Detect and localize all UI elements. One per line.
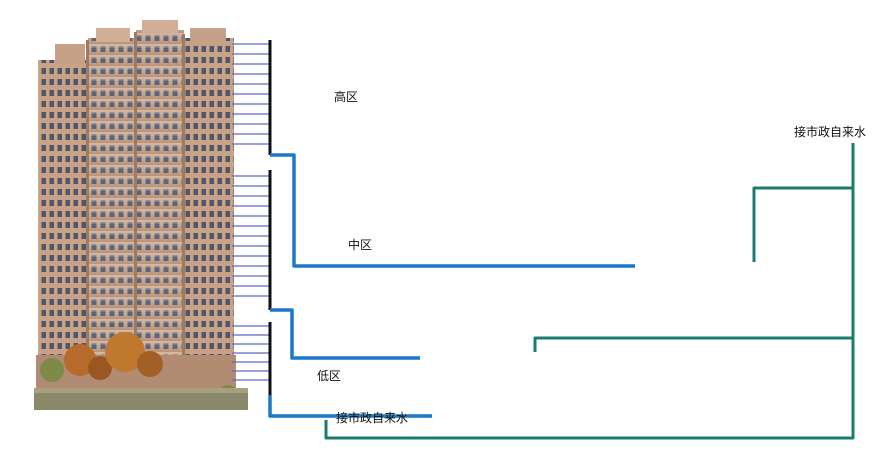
supply-pipe-bottom [268, 395, 432, 418]
building-tower-c [184, 38, 234, 390]
zone-label-high: 高区 [334, 90, 359, 104]
municipal-water-label-bottom: 接市政自来水 [336, 411, 409, 425]
tree-icon [88, 356, 112, 380]
building-tower-b [136, 30, 184, 390]
supply-pipe-low-zone [270, 308, 420, 360]
municipal-main-pipe [324, 143, 855, 440]
building-tower-b-roof [142, 20, 178, 34]
supply-pipe-mid-zone [270, 153, 635, 268]
municipal-branch-lower [533, 336, 853, 352]
ground-edge [34, 388, 248, 393]
zone-label-low: 低区 [317, 369, 342, 383]
building-accent [86, 40, 89, 390]
tree-icon [137, 351, 163, 377]
zone-label-mid: 中区 [348, 238, 373, 252]
municipal-pipes [324, 143, 855, 440]
building-tower-a [88, 38, 136, 390]
supply-pipes [268, 153, 635, 418]
building-accent [134, 32, 137, 390]
municipal-branch-upper [752, 186, 853, 262]
tree-icon [105, 332, 145, 372]
building-icon [34, 20, 248, 410]
tree-icon [40, 358, 64, 382]
building-left-wing [38, 60, 90, 390]
ground [34, 388, 248, 410]
building-accent [182, 34, 185, 390]
building-tower-a-roof [96, 28, 130, 42]
municipal-water-label-top: 接市政自来水 [794, 125, 867, 139]
building-tower-c-roof [190, 28, 226, 42]
building-left-roof [55, 44, 85, 64]
floor-branch-pipes [232, 43, 270, 381]
